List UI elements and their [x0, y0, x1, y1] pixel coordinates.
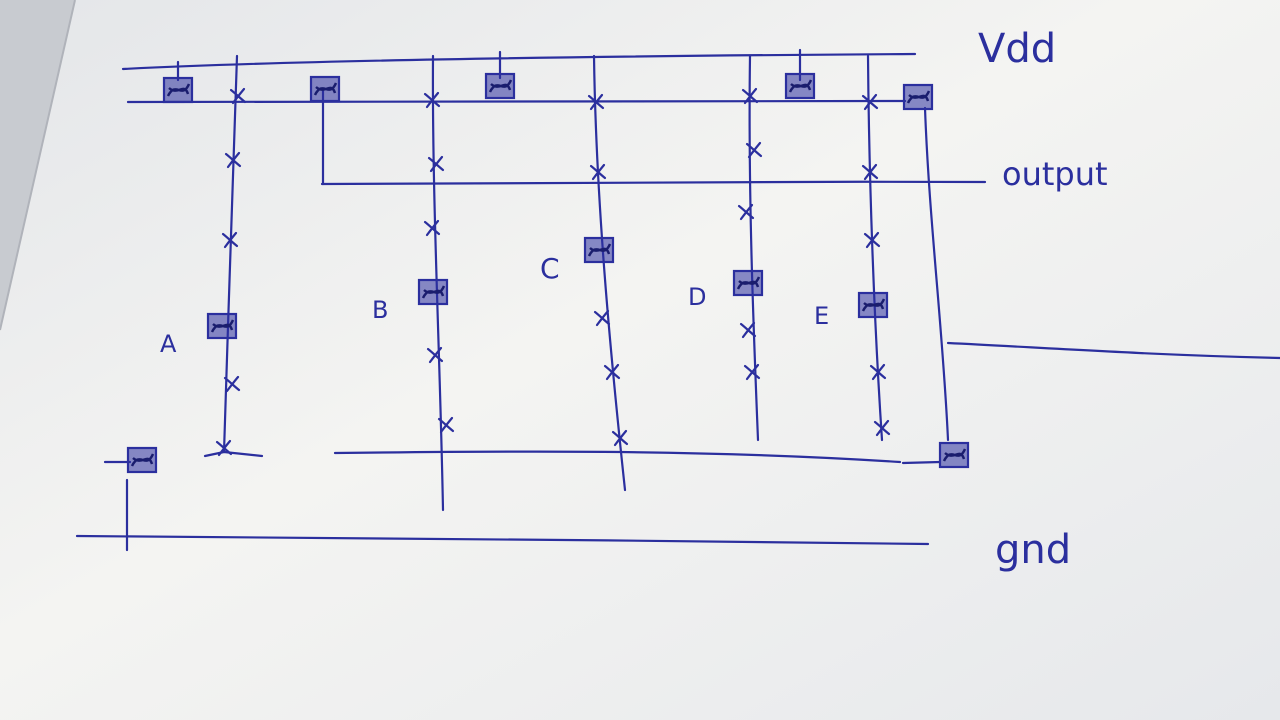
fuse-mark-icon: [869, 363, 887, 381]
column-wire-c: [592, 54, 627, 492]
column-label-e: E: [814, 302, 829, 330]
via-contact-icon: [162, 76, 194, 104]
via-contact-icon: [732, 269, 764, 297]
fuse-mark-icon: [863, 231, 881, 249]
fuse-mark-icon: [221, 231, 239, 249]
column-label-b: B: [372, 296, 388, 324]
vdd-rail: [121, 52, 917, 71]
fuse-mark-icon: [224, 151, 242, 169]
fuse-mark-icon: [423, 91, 441, 109]
fuse-mark-icon: [229, 87, 247, 105]
fuse-mark-icon: [215, 439, 233, 457]
fuse-mark-icon: [741, 87, 759, 105]
output-tap-wire: [946, 341, 1280, 360]
column-wire-b: [431, 54, 445, 512]
output-rail: [320, 180, 987, 186]
fuse-mark-icon: [589, 163, 607, 181]
fuse-mark-icon: [423, 219, 441, 237]
fuse-mark-icon: [861, 163, 879, 181]
page-edge-line: [0, 0, 76, 331]
column-label-a: A: [160, 330, 177, 358]
via-contact-icon: [902, 83, 934, 111]
fuse-mark-icon: [745, 141, 763, 159]
column-wire-e: [866, 54, 884, 442]
gnd-rail: [75, 534, 930, 546]
via-contact-icon: [484, 72, 516, 100]
fuse-mark-icon: [873, 419, 891, 437]
right-vertical-wire: [923, 106, 950, 442]
fuse-mark-icon: [737, 203, 755, 221]
fuse-mark-icon: [611, 429, 629, 447]
fuse-mark-icon: [593, 309, 611, 327]
via-contact-icon: [938, 441, 970, 469]
output-label: output: [1002, 155, 1108, 193]
fuse-mark-icon: [426, 346, 444, 364]
fuse-mark-icon: [427, 155, 445, 173]
fuse-mark-icon: [223, 375, 241, 393]
vdd-label: Vdd: [978, 26, 1056, 72]
fuse-mark-icon: [603, 363, 621, 381]
fuse-mark-icon: [861, 93, 879, 111]
bottom-right-wire: [901, 460, 942, 465]
via-contact-icon: [417, 278, 449, 306]
via-contact-icon: [309, 75, 341, 103]
via-contact-icon: [857, 291, 889, 319]
via-contact-icon: [206, 312, 238, 340]
via-contact-icon: [126, 446, 158, 474]
mid-ground-rail: [333, 450, 902, 464]
column-label-c: C: [540, 252, 560, 285]
via-contact-icon: [784, 72, 816, 100]
fuse-mark-icon: [437, 416, 455, 434]
fuse-mark-icon: [587, 93, 605, 111]
gnd-label: gnd: [995, 527, 1071, 573]
fuse-mark-icon: [743, 363, 761, 381]
via-contact-icon: [583, 236, 615, 264]
column-wire-d: [748, 54, 760, 442]
column-label-d: D: [688, 283, 706, 311]
fuse-mark-icon: [739, 321, 757, 339]
